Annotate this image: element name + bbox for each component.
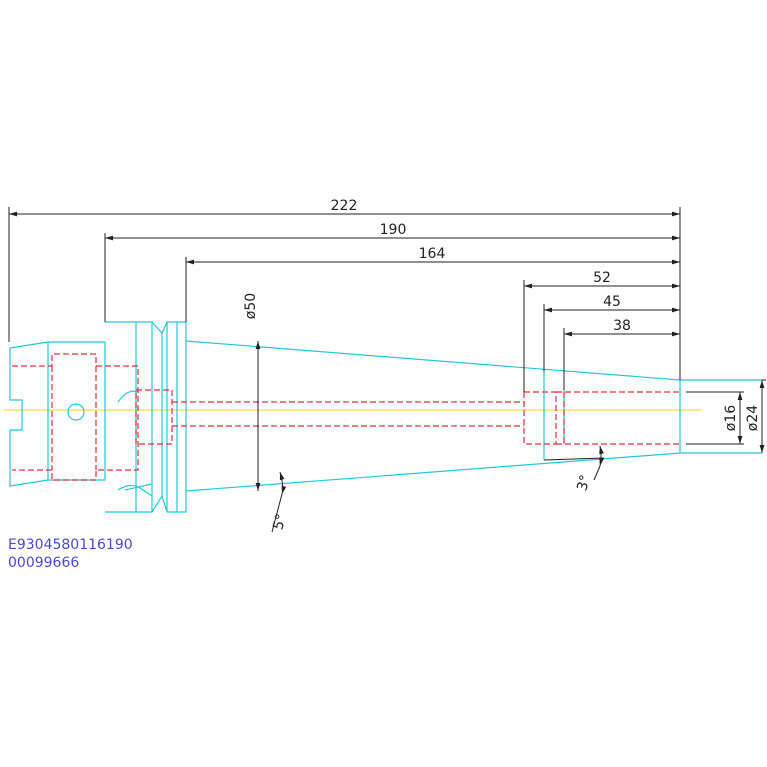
dim-label-222: 222 bbox=[331, 198, 358, 214]
dim-label-angle-3: 3° bbox=[574, 473, 594, 493]
part-outline bbox=[9, 321, 762, 513]
part-number: E9304580116190 bbox=[8, 537, 133, 553]
dim-label-190: 190 bbox=[380, 222, 407, 238]
dim-label-angle-5: 5° bbox=[270, 512, 290, 532]
dim-label-dia16: ø16 bbox=[723, 405, 739, 431]
dim-label-dia24: ø24 bbox=[745, 405, 761, 431]
dim-label-38: 38 bbox=[613, 318, 631, 334]
dim-label-52: 52 bbox=[593, 270, 611, 286]
dim-label-dia50: ø50 bbox=[243, 293, 259, 319]
dim-label-164: 164 bbox=[419, 246, 446, 262]
hidden-lines bbox=[12, 353, 680, 481]
dim-label-45: 45 bbox=[603, 294, 621, 310]
dimension-lines bbox=[8, 207, 766, 533]
serial-number: 00099666 bbox=[8, 555, 80, 571]
